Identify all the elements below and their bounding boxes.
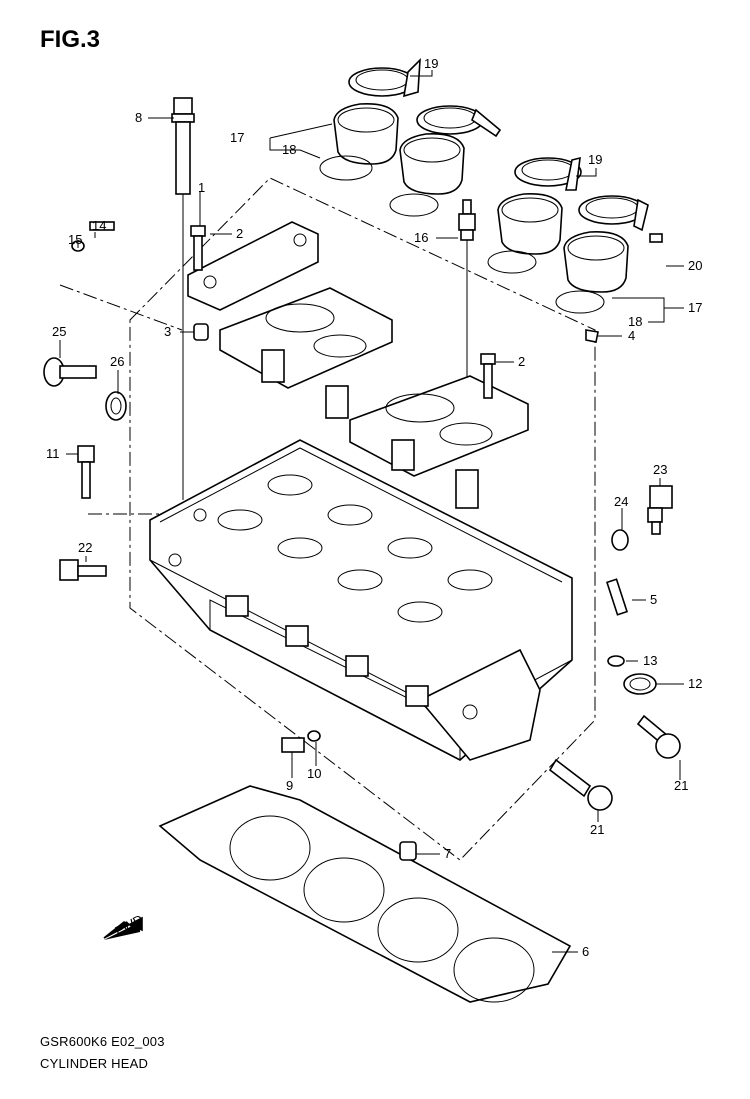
fwd-direction-arrow: FWD	[103, 912, 146, 940]
callout-19-lower: 19	[588, 152, 602, 167]
camshaft-journal-holder	[187, 221, 529, 509]
callout-8: 8	[135, 110, 142, 125]
callout-4: 4	[628, 328, 635, 343]
callout-9: 9	[286, 778, 293, 793]
callout-11: 11	[46, 446, 60, 461]
fwd-label: FWD	[112, 912, 145, 939]
callout-14: 14	[92, 218, 106, 233]
callout-16: 16	[414, 230, 428, 245]
callout-numbers: 1 2 2 3 4 5 6 7 8 9 10 11 12 13 14 15 16…	[46, 56, 702, 959]
right-side-parts	[585, 233, 673, 695]
callout-23: 23	[653, 462, 667, 477]
callout-1: 1	[198, 180, 205, 195]
spark-plug	[458, 199, 476, 440]
callout-3: 3	[164, 324, 171, 339]
cylinder-head-gasket	[158, 785, 572, 1003]
callout-19-upper: 19	[424, 56, 438, 71]
callout-26: 26	[110, 354, 124, 369]
model-code: GSR600K6 E02_003	[40, 1034, 165, 1049]
callout-25: 25	[52, 324, 66, 339]
callout-21-lower: 21	[590, 822, 604, 837]
leader-lines	[59, 70, 684, 953]
bolts-21-and-9	[281, 714, 681, 811]
callout-10: 10	[307, 766, 321, 781]
callout-15: 15	[68, 232, 82, 247]
callout-12: 12	[688, 676, 702, 691]
callout-7: 7	[444, 846, 451, 861]
cylinder-head	[149, 439, 573, 761]
bolt-8	[171, 97, 195, 500]
callout-18-upper: 18	[282, 142, 296, 157]
callout-20: 20	[688, 258, 702, 273]
side-bolts	[43, 221, 127, 581]
intake-boots-left	[319, 57, 502, 217]
callout-2-lower: 2	[518, 354, 525, 369]
callout-17-lower: 17	[688, 300, 702, 315]
callout-21-right: 21	[674, 778, 688, 793]
callout-18-lower: 18	[628, 314, 642, 329]
callout-5: 5	[650, 592, 657, 607]
callout-6: 6	[582, 944, 589, 959]
callout-17-upper: 17	[230, 130, 244, 145]
intake-boots-right	[487, 156, 649, 314]
callout-2-upper: 2	[236, 226, 243, 241]
callout-22: 22	[78, 540, 92, 555]
figure-title: FIG.3	[40, 26, 101, 53]
callout-24: 24	[614, 494, 628, 509]
callout-13: 13	[643, 653, 657, 668]
bolts-2-and-dowel-3	[190, 225, 496, 399]
section-name: CYLINDER HEAD	[40, 1056, 149, 1071]
